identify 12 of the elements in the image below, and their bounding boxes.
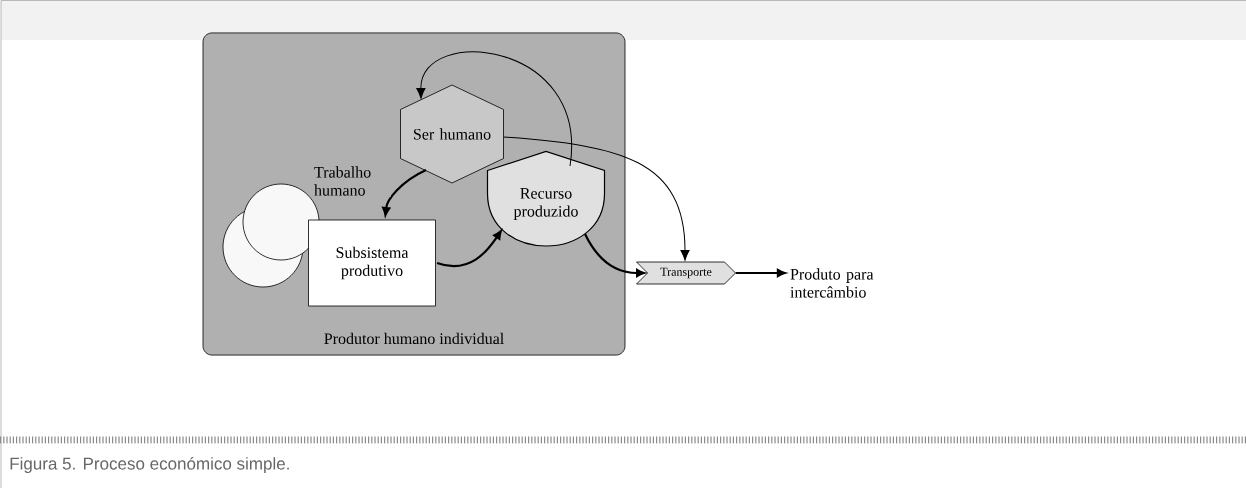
process-box: Subsistema produtivo xyxy=(308,219,436,307)
output-text: Produto para intercâmbio xyxy=(790,268,874,298)
arrow xyxy=(382,169,427,216)
arrow xyxy=(503,136,690,261)
arrow xyxy=(436,230,502,268)
caption: Figura 5. Proceso económico simple. xyxy=(10,457,289,474)
arrow xyxy=(584,233,645,278)
arrow xyxy=(735,268,786,278)
hexagon-node: Ser humano xyxy=(400,84,504,184)
edge-label: Trabalho humano xyxy=(313,165,391,197)
arrow xyxy=(416,51,572,167)
transport-chevron: Transporte xyxy=(636,261,736,285)
